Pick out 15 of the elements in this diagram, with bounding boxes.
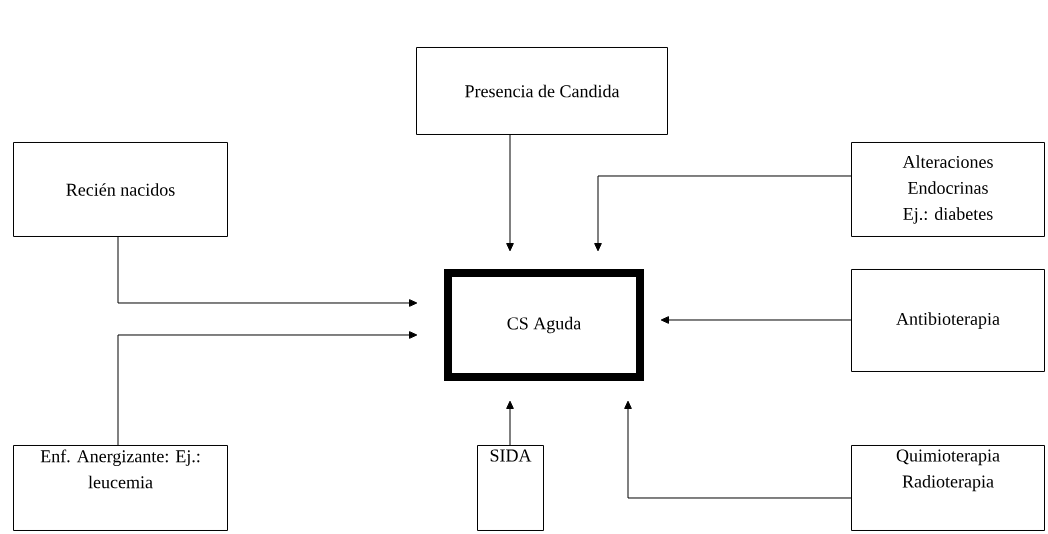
arrow [660, 316, 852, 324]
factor-box: Antibioterapia [851, 269, 1045, 372]
arrow [506, 134, 514, 252]
factor-box: Enf. Anergizante: Ej.: leucemia [13, 445, 228, 531]
arrow [117, 236, 418, 307]
arrow [624, 400, 852, 499]
arrow [594, 175, 852, 252]
factor-box: Quimioterapia Radioterapia [851, 445, 1045, 531]
factor-box: SIDA [477, 445, 544, 531]
arrow [117, 331, 418, 446]
factor-box: Presencia de Candida [416, 47, 668, 135]
factor-box: Recién nacidos [13, 142, 228, 237]
main-box: CS Aguda [444, 269, 644, 381]
factor-box: Alteraciones Endocrinas Ej.: diabetes [851, 142, 1045, 237]
arrow [506, 400, 514, 446]
